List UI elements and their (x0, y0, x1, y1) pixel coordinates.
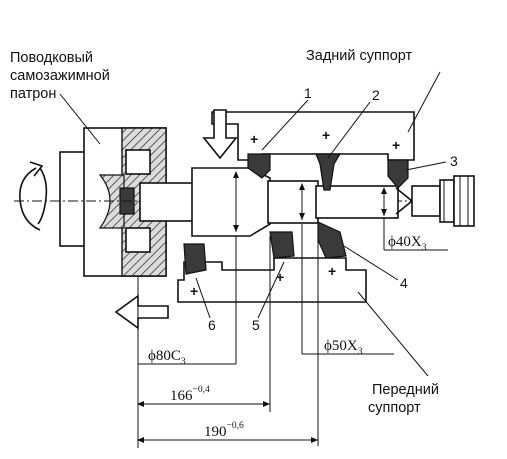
svg-text:+: + (322, 127, 330, 143)
tool-number-6: 6 (208, 317, 216, 333)
chuck (59, 127, 167, 277)
front-support-label-line2: суппорт (368, 400, 421, 416)
left-feed-arrow-icon (114, 294, 169, 330)
leader-lines (59, 71, 447, 377)
dim-length-166: 166−0,4 (170, 385, 210, 404)
dim-diameter-50: ϕ50X3 (324, 338, 363, 357)
svg-text:+: + (276, 269, 284, 285)
tool-number-2: 2 (372, 87, 380, 103)
rotation-arrow-icon (19, 161, 48, 231)
shaft-left (139, 182, 195, 222)
rear-support: + + + (211, 111, 415, 191)
front-support-label-line1: Передний (372, 382, 439, 398)
dim-diameter-80: ϕ80C3 (148, 348, 186, 367)
chuck-label-line3: патрон (10, 86, 56, 102)
tool-4 (317, 221, 347, 259)
tool-2 (315, 153, 342, 191)
svg-text:+: + (190, 283, 198, 299)
svg-text:+: + (328, 263, 336, 279)
tool-6 (183, 243, 207, 275)
rear-support-label: Задний суппорт (306, 48, 413, 64)
tool-1 (247, 153, 271, 179)
shaft-diameter-50 (267, 180, 319, 224)
tool-number-4: 4 (400, 275, 408, 291)
chuck-label-line2: самозажимной (10, 68, 110, 84)
chuck-label-line1: Поводковый (10, 50, 93, 66)
tool-number-1: 1 (304, 85, 312, 101)
svg-text:+: + (250, 131, 258, 147)
spindle-nose (59, 151, 87, 247)
tool-number-3: 3 (450, 153, 458, 169)
tool-3 (387, 159, 409, 189)
dimension-lines (137, 218, 448, 448)
shaft-diameter-80 (191, 167, 271, 237)
shaft-diameter-40 (315, 185, 399, 219)
dim-diameter-40: ϕ40X3 (388, 234, 427, 253)
workpiece (139, 167, 414, 237)
chuck-jaw-bottom (125, 227, 151, 253)
tool-5 (269, 231, 295, 259)
svg-text:+: + (392, 137, 400, 153)
down-feed-arrow-icon (202, 109, 238, 160)
chuck-jaw-top (125, 149, 151, 175)
tool-number-5: 5 (252, 317, 260, 333)
tailstock (411, 175, 475, 227)
dim-length-190: 190−0,6 (204, 421, 244, 440)
